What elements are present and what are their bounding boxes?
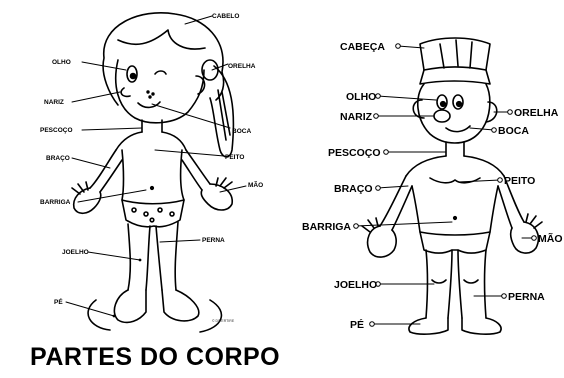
boy-label-orelha: ORELHA xyxy=(514,107,559,119)
boy-eye xyxy=(436,94,448,110)
boy-neck xyxy=(445,141,465,157)
girl-label-braco: BRAÇO xyxy=(46,155,70,162)
boy-hand-right xyxy=(509,221,540,254)
boy-leader-lines xyxy=(355,45,535,325)
girl-figure xyxy=(71,12,235,333)
girl-label-olho: OLHO xyxy=(52,59,71,66)
boy-label-pescoco: PESCOÇO xyxy=(328,147,381,159)
girl-legs xyxy=(127,221,179,291)
girl-label-orelha: ORELHA xyxy=(228,63,256,70)
boy-head xyxy=(417,83,491,144)
girl-leader-lines xyxy=(65,15,247,317)
boy-label-nariz: NARIZ xyxy=(340,111,373,123)
boy-torso xyxy=(405,155,505,177)
boy-label-olho: OLHO xyxy=(346,91,376,103)
boy-hat xyxy=(419,37,491,71)
girl-label-pe: PÉ xyxy=(54,297,63,306)
page-title: PARTES DO CORPO xyxy=(30,343,281,371)
girl-label-perna: PERNA xyxy=(202,237,225,244)
girl-torso xyxy=(115,131,187,151)
boy-hand-left xyxy=(366,225,397,258)
girl-arm-left xyxy=(89,149,123,193)
boy-label-dots xyxy=(353,43,537,327)
girl-eye xyxy=(126,65,138,83)
girl-arm-right xyxy=(181,149,211,191)
credit-text: © DIVERTIRE xyxy=(212,319,235,323)
girl-neck xyxy=(141,119,163,133)
boy-legs xyxy=(425,249,487,319)
girl-hand-right xyxy=(200,183,233,211)
girl-label-boca: BOCA xyxy=(232,128,251,135)
boy-ear-left xyxy=(412,99,425,119)
boy-label-joelho: JOELHO xyxy=(334,279,377,291)
boy-label-braco: BRAÇO xyxy=(334,183,373,195)
girl-hair-clip xyxy=(201,59,219,81)
girl-hair xyxy=(102,12,225,106)
girl-label-peito: PEITO xyxy=(225,154,244,161)
boy-label-perna: PERNA xyxy=(508,291,545,303)
boy-underwear xyxy=(419,231,491,254)
boy-label-peito: PEITO xyxy=(504,175,535,187)
boy-label-barriga: BARRIGA xyxy=(302,221,351,233)
boy-nose xyxy=(433,109,451,123)
boy-feet xyxy=(408,317,502,335)
girl-label-barriga: BARRIGA xyxy=(40,199,71,206)
boy-label-mao: MÃO xyxy=(538,232,563,245)
boy-mouth xyxy=(445,125,471,133)
girl-label-joelho: JOELHO xyxy=(62,249,89,256)
girl-feet xyxy=(113,289,200,324)
boy-arm-left xyxy=(379,175,413,231)
boy-figure xyxy=(361,37,543,335)
boy-label-boca: BOCA xyxy=(498,125,529,137)
boy-ear-right xyxy=(485,101,498,123)
girl-label-mao: MÃO xyxy=(248,180,263,189)
boy-arm-right xyxy=(497,175,525,229)
girl-hand-left xyxy=(72,187,102,215)
girl-face xyxy=(114,59,205,124)
girl-label-cabelo: CABELO xyxy=(212,13,239,20)
girl-nose xyxy=(120,87,131,98)
boy-label-cabeca: CABEÇA xyxy=(340,41,385,53)
girl-ear xyxy=(195,75,206,95)
girl-label-nariz: NARIZ xyxy=(44,99,64,106)
girl-mouth xyxy=(137,101,161,109)
girl-label-pescoco: PESCOÇO xyxy=(40,127,73,134)
girl-underwear xyxy=(121,199,185,228)
boy-label-pe: PÉ xyxy=(350,318,364,331)
